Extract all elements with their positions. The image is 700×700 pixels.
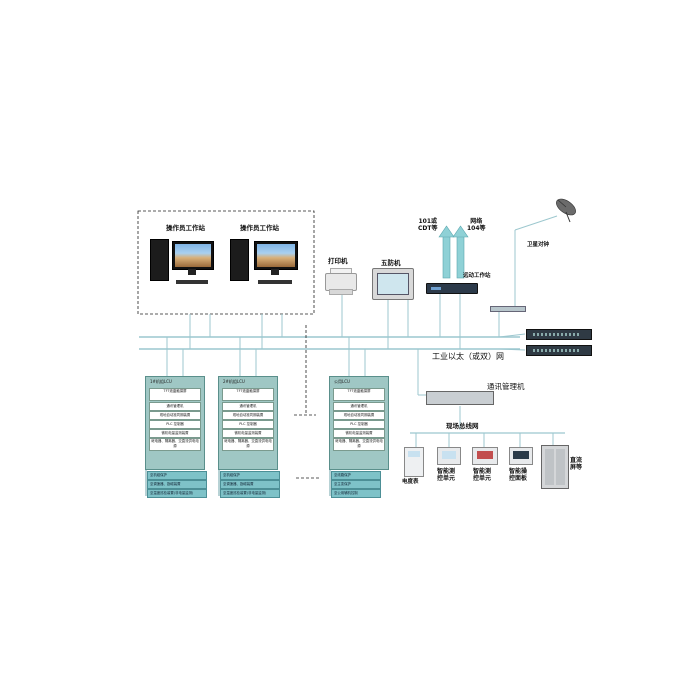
plc-module: PLC 控制器 bbox=[149, 420, 201, 429]
workstation-1-label: 操作员工作站 bbox=[166, 224, 205, 232]
workstation-1[interactable] bbox=[150, 233, 214, 293]
relay-power-module: 继电器、隔离器、交直流供电电源 bbox=[333, 438, 385, 451]
plc-module: PLC 控制器 bbox=[333, 420, 385, 429]
plc-module: PLC 控制器 bbox=[222, 420, 274, 429]
workstation-2[interactable] bbox=[230, 233, 300, 293]
smart-ctrl-unit-1-icon[interactable] bbox=[437, 447, 461, 465]
pc-tower-icon bbox=[150, 239, 169, 281]
protocol-arrow-right bbox=[452, 225, 469, 279]
cabinet-3-output-3: 至公用辅机控制 bbox=[331, 489, 381, 498]
touchscreen-module: TFT液晶触摸屏 bbox=[333, 388, 385, 401]
comm-manager-module: 通讯管理机 bbox=[333, 402, 385, 411]
sync-module: 现地自动准同期装置 bbox=[149, 411, 201, 420]
protocol-arrow-left bbox=[438, 225, 455, 279]
cabinet-2-output-1: 至机组保护 bbox=[220, 471, 280, 480]
protocol-right-line-1: 网络 bbox=[470, 218, 483, 225]
dc-cabinet-line-1: 直流 bbox=[570, 457, 583, 464]
cabinet-title: 2#机组LCU bbox=[223, 379, 245, 384]
comm-manager-device-icon[interactable] bbox=[426, 391, 494, 405]
cabinet-1-output-2: 至调速器、励磁装置 bbox=[147, 480, 207, 489]
protocol-right-line-2: 104等 bbox=[467, 225, 486, 232]
dc-cabinet-icon[interactable] bbox=[541, 445, 569, 489]
dc-cabinet-label: 直流 屏等 bbox=[570, 457, 582, 471]
pc-tower-icon bbox=[230, 239, 249, 281]
cabinet-2-output-2: 至调速器、励磁装置 bbox=[220, 480, 280, 489]
lcu-cabinet-2[interactable]: 2#机组LCU TFT液晶触摸屏 通讯管理机 现地自动准同期装置 PLC 控制器… bbox=[218, 376, 278, 470]
monitor-icon bbox=[254, 241, 298, 270]
smart-ctrl-unit-2-line-1: 智能测 bbox=[473, 468, 492, 475]
lcu-cabinet-public[interactable]: 公用LCU TFT液晶触摸屏 通讯管理机 现地自动准同期装置 PLC 控制器 微… bbox=[329, 376, 389, 470]
smart-ctrl-panel-line-2: 控面板 bbox=[509, 475, 528, 482]
five-defense-label: 五防机 bbox=[381, 259, 401, 267]
clock-receiver-icon[interactable] bbox=[490, 306, 526, 312]
cabinet-3-output-2: 至主变保护 bbox=[331, 480, 381, 489]
power-monitor-module: 微机电量监测装置 bbox=[333, 429, 385, 438]
printer-label: 打印机 bbox=[328, 257, 348, 265]
smart-ctrl-unit-2-label: 智能测 控单元 bbox=[473, 468, 491, 482]
cabinet-1-output-1: 至机组保护 bbox=[147, 471, 207, 480]
smart-ctrl-unit-1-line-2: 控单元 bbox=[437, 475, 456, 482]
smart-ctrl-panel-line-1: 智能操 bbox=[509, 468, 528, 475]
dc-cabinet-line-2: 屏等 bbox=[570, 464, 583, 471]
touchscreen-module: TFT液晶触摸屏 bbox=[149, 388, 201, 401]
smart-ctrl-panel-icon[interactable] bbox=[509, 447, 533, 465]
keyboard-icon bbox=[258, 280, 292, 284]
comm-manager-module: 通讯管理机 bbox=[149, 402, 201, 411]
workstation-2-label: 操作员工作站 bbox=[240, 224, 279, 232]
protocol-left-label: 101或 CDT等 bbox=[418, 218, 437, 232]
smart-ctrl-panel-label: 智能操 控面板 bbox=[509, 468, 527, 482]
satellite-clock-label: 卫星对钟 bbox=[527, 242, 550, 248]
cabinet-title: 1#机组LCU bbox=[150, 379, 172, 384]
smart-ctrl-unit-2-line-2: 控单元 bbox=[473, 475, 492, 482]
monitor-icon bbox=[172, 241, 214, 270]
smart-ctrl-unit-1-label: 智能测 控单元 bbox=[437, 468, 455, 482]
sync-module: 现地自动准同期装置 bbox=[333, 411, 385, 420]
ethernet-switch-2[interactable] bbox=[526, 345, 592, 356]
power-monitor-module: 微机电量监测装置 bbox=[222, 429, 274, 438]
cabinet-3-output-1: 至线路保护 bbox=[331, 471, 381, 480]
energy-meter-label: 电度表 bbox=[402, 479, 419, 485]
relay-power-module: 继电器、隔离器、交直流供电电源 bbox=[149, 438, 201, 451]
energy-meter-icon[interactable] bbox=[404, 447, 424, 477]
fieldbus-label: 现场总线网 bbox=[446, 422, 479, 430]
smart-ctrl-unit-1-line-1: 智能测 bbox=[437, 468, 456, 475]
ethernet-network-label: 工业以太（或双）网 bbox=[432, 352, 504, 361]
protocol-left-line-2: CDT等 bbox=[418, 225, 438, 232]
protocol-left-line-1: 101或 bbox=[418, 218, 437, 225]
sync-module: 现地自动准同期装置 bbox=[222, 411, 274, 420]
workstation-group-frame bbox=[137, 210, 315, 315]
satellite-dish-icon bbox=[556, 198, 576, 223]
telecontrol-device-icon[interactable] bbox=[426, 283, 478, 294]
keyboard-icon bbox=[176, 280, 208, 284]
telecontrol-label: 远动工作站 bbox=[463, 273, 491, 279]
power-monitor-module: 微机电量监测装置 bbox=[149, 429, 201, 438]
comm-manager-label: 通讯管理机 bbox=[487, 382, 525, 391]
lcu-cabinet-1[interactable]: 1#机组LCU TFT液晶触摸屏 通讯管理机 现地自动准同期装置 PLC 控制器… bbox=[145, 376, 205, 470]
comm-manager-module: 通讯管理机 bbox=[222, 402, 274, 411]
touchscreen-module: TFT液晶触摸屏 bbox=[222, 388, 274, 401]
protocol-right-label: 网络 104等 bbox=[467, 218, 486, 232]
smart-ctrl-unit-2-icon[interactable] bbox=[472, 447, 498, 465]
cabinet-2-output-3: 至温度巡检装置(非电量监测) bbox=[220, 489, 280, 498]
cabinet-1-output-3: 至温度巡检装置(非电量监测) bbox=[147, 489, 207, 498]
printer-icon[interactable] bbox=[325, 268, 357, 295]
cabinet-title: 公用LCU bbox=[334, 379, 350, 384]
ethernet-switch-1[interactable] bbox=[526, 329, 592, 340]
five-defense-panel-icon[interactable] bbox=[372, 268, 414, 300]
relay-power-module: 继电器、隔离器、交直流供电电源 bbox=[222, 438, 274, 451]
